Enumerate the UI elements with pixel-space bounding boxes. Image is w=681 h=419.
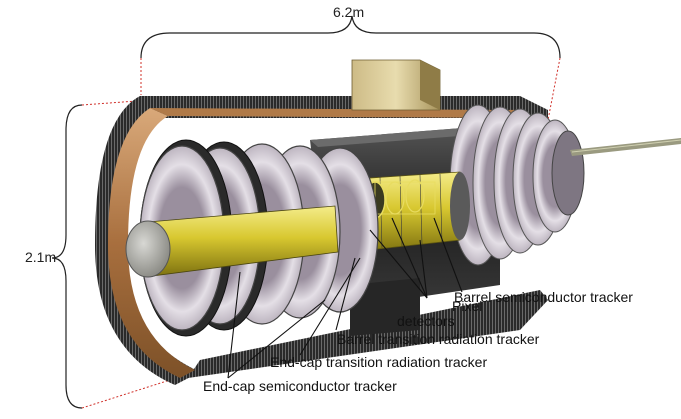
copper-cylinder [108,108,528,378]
label-pixel-line2: detectors [397,313,455,329]
top-support-block [351,59,441,111]
label-endcap-transition-radiation-tracker: End-cap transition radiation tracker [270,354,488,370]
label-barrel-transition-radiation-tracker: Barrel transition radiation tracker [337,331,540,347]
length-bracket [140,15,561,59]
length-dimension: 6.2m [333,4,365,20]
right-endcap-disks [449,104,585,266]
endcap-tube [125,205,339,278]
label-barrel-semiconductor-tracker: Barrel semiconductor tracker [454,289,633,305]
beam-pipe [570,138,681,156]
leader-lines [227,217,463,379]
label-pixel-line1: Pixel [452,298,483,314]
label-endcap-semiconductor-tracker: End-cap semiconductor tracker [203,378,397,394]
height-bracket [51,104,83,409]
height-dimension: 2.1m [25,249,57,265]
